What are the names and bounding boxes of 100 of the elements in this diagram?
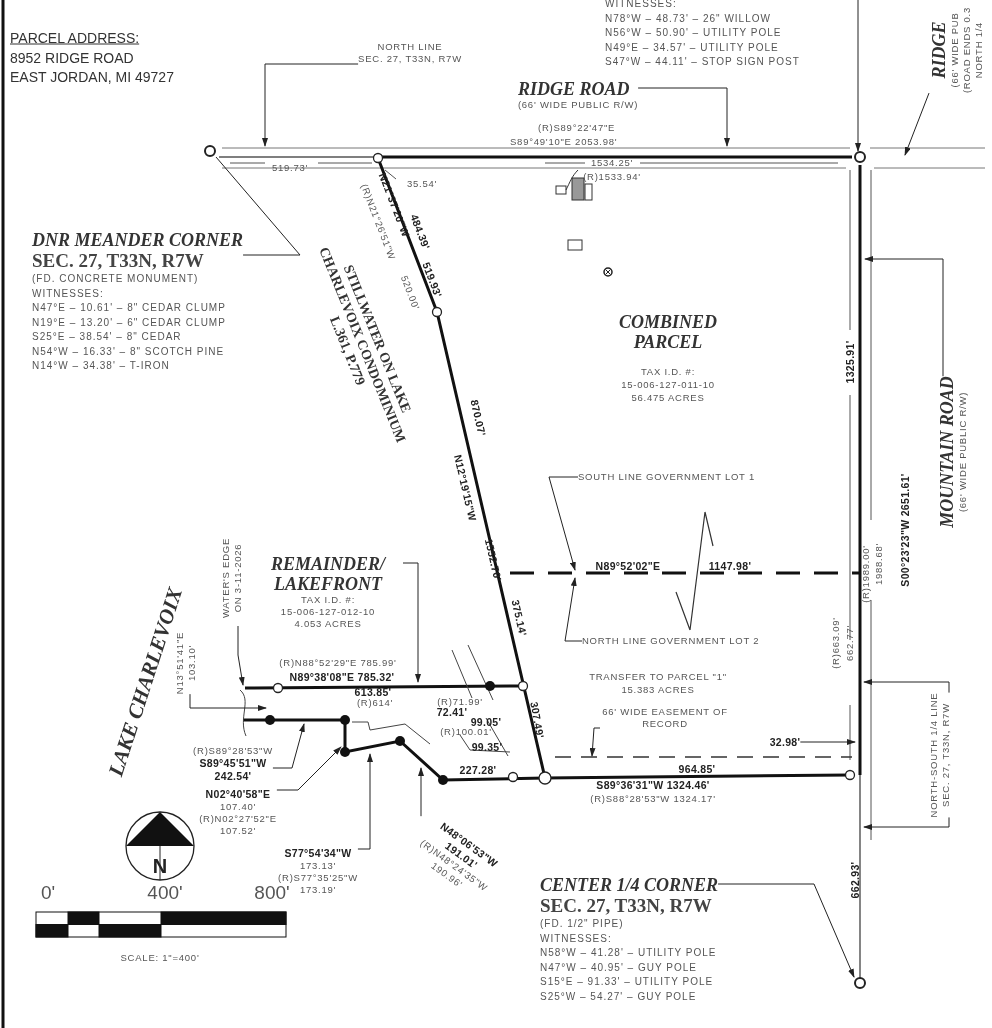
leader-line	[717, 883, 855, 978]
note-text: 56.475 ACRES	[631, 392, 705, 404]
note-text: 15.383 ACRES	[621, 684, 695, 696]
note-text: (R)614'	[356, 697, 394, 709]
bearing-label: N89°38'08"E 785.32'	[289, 670, 395, 684]
bearing-label: S00°23'23"W 2651.61'	[898, 473, 912, 587]
bearing-label: 1552.70'	[481, 537, 505, 583]
address-heading: PARCEL ADDRESS:	[10, 28, 140, 48]
scale-label: 400'	[147, 880, 183, 905]
note-text: (R)1989.00'	[860, 545, 872, 603]
place-name: REMAINDER/ LAKEFRONT	[269, 554, 387, 594]
place-name: MOUNTAIN ROAD	[937, 376, 957, 528]
leader-line	[863, 816, 950, 830]
scale-label: 0'	[40, 880, 56, 905]
note-text: NORTH LINE GOVERNMENT LOT 2	[582, 635, 760, 647]
witness-note: (FD. 1/2" PIPE)	[540, 917, 625, 931]
note-text: 15-006-127-012-10	[279, 606, 377, 618]
north-letter: N	[152, 854, 168, 879]
bearing-label: S89°45'51"W	[198, 757, 268, 770]
note-text: (66' WIDE PUB	[949, 11, 961, 90]
note-text: S89°49'10"E 2053.98'	[510, 136, 618, 148]
section-reference: SEC. 27, T33N, R7W	[540, 895, 713, 917]
witness-note: N47°E – 10.61' – 8" CEDAR CLUMP	[32, 301, 227, 315]
bearing-label: 662.93'	[848, 861, 862, 899]
witness-note: N47°W – 40.95' – GUY POLE	[540, 960, 698, 975]
note-text: NORTH-SOUTH 1/4 LINE	[928, 692, 940, 818]
leader-line	[589, 727, 601, 757]
address-text: EAST JORDAN, MI 49727	[10, 67, 174, 87]
survey-monument-symbol	[854, 151, 866, 163]
section-reference: SEC. 27, T33N, R7W	[32, 250, 205, 272]
witness-note: (FD. CONCRETE MONUMENT)	[32, 272, 200, 286]
note-text: (R)S89°22'47"E	[538, 122, 616, 134]
note-text: (R)1533.94'	[583, 171, 641, 183]
note-text: (R)N88°52'29"E 785.99'	[279, 657, 397, 669]
note-text: WATER'S EDGE ON 3-11-2026	[220, 536, 244, 621]
bearing-label: S77°54'34"W	[283, 846, 353, 860]
bearing-label: S89°36'31"W 1324.46'	[596, 778, 710, 792]
witness-note: S47°W – 44.11' – STOP SIGN POST	[605, 55, 800, 69]
leader-line	[262, 63, 359, 147]
place-name: CENTER 1/4 CORNER	[540, 875, 719, 895]
note-text: NORTH LINE	[376, 41, 444, 53]
witness-note: S15°E – 91.33' – UTILITY POLE	[540, 975, 715, 989]
note-text: SCALE: 1"=400'	[120, 952, 200, 964]
note-text: SOUTH LINE GOVERNMENT LOT 1	[578, 471, 755, 483]
note-text: SEC. 27, T33N, R7W	[358, 53, 462, 65]
note-text: (R)663.09'	[830, 617, 842, 669]
bearing-label: 964.85'	[678, 762, 716, 776]
witness-note: N49°E – 34.57' – UTILITY POLE	[605, 40, 780, 55]
note-text: 107.40'	[218, 800, 258, 813]
note-text: 1534.25'	[590, 157, 634, 169]
bearing-label: 1325.91'	[843, 340, 857, 384]
note-text: (ROAD ENDS 0.3	[961, 6, 973, 94]
witness-note: S25°W – 54.27' – GUY POLE	[540, 989, 698, 1004]
leader-line	[272, 723, 305, 769]
witness-note: WITNESSES:	[540, 931, 613, 946]
bearing-label: 32.98'	[769, 735, 801, 749]
leader-line	[189, 693, 267, 711]
leader-line	[855, 0, 861, 152]
bearing-label: 375.14'	[508, 598, 530, 638]
bearing-label: 99.05'	[470, 715, 502, 728]
leader-line	[863, 679, 950, 694]
bearing-label: N02°40'58"E	[204, 787, 272, 801]
note-text: (66' WIDE PUBLIC R/W)	[957, 390, 969, 515]
note-text: (R)S88°28'53"W 1324.17'	[590, 793, 716, 805]
witness-note: WITNESSES:	[605, 0, 678, 11]
note-text: TRANSFER TO PARCEL "1"	[589, 671, 727, 683]
witness-note: WITNESSES:	[32, 286, 105, 301]
note-text: TAX I.D. #:	[299, 594, 357, 606]
leader-line	[904, 92, 930, 156]
note-text: 1988.68'	[873, 542, 885, 586]
note-text: NORTH 1/4	[973, 20, 985, 81]
place-name: RIDGE ROAD	[517, 79, 631, 99]
witness-note: S25°E – 38.54' – 8" CEDAR	[32, 330, 183, 344]
bearing-label: 242.54'	[213, 770, 253, 783]
bearing-label: 1147.98'	[708, 559, 752, 573]
note-text: 519.73'	[271, 162, 309, 174]
leader-line	[564, 577, 583, 642]
note-text: (R)N02°27'52"E	[199, 812, 277, 825]
leader-line	[237, 625, 245, 686]
note-text: 15-006-127-011-10	[621, 379, 715, 391]
note-text: (R)71.99'	[437, 696, 483, 708]
bearing-label: 99.35'	[471, 740, 503, 754]
place-name: DNR MEANDER CORNER	[32, 230, 244, 250]
witness-note: N56°W – 50.90' – UTILITY POLE	[605, 26, 783, 40]
place-name: RIDGE	[929, 20, 949, 81]
survey-monument-symbol	[204, 145, 216, 157]
address-text: 8952 RIDGE ROAD	[10, 48, 134, 68]
leader-line	[402, 562, 421, 683]
note-text: 103.10'	[186, 643, 198, 684]
bearing-label: 613.85'	[354, 685, 392, 699]
leader-line	[864, 256, 944, 377]
leader-line	[637, 87, 730, 147]
note-text: 66' WIDE EASEMENT OF RECORD	[601, 706, 729, 730]
note-text: (R)S89°28'53"W	[193, 745, 273, 757]
bearing-label: 227.28'	[459, 763, 497, 777]
leader-line	[357, 753, 373, 850]
leader-line	[418, 767, 424, 817]
note-text: (R)100.01'	[440, 726, 492, 738]
witness-note: N19°E – 13.20' – 6" CEDAR CLUMP	[32, 315, 227, 330]
leader-line	[799, 739, 856, 745]
